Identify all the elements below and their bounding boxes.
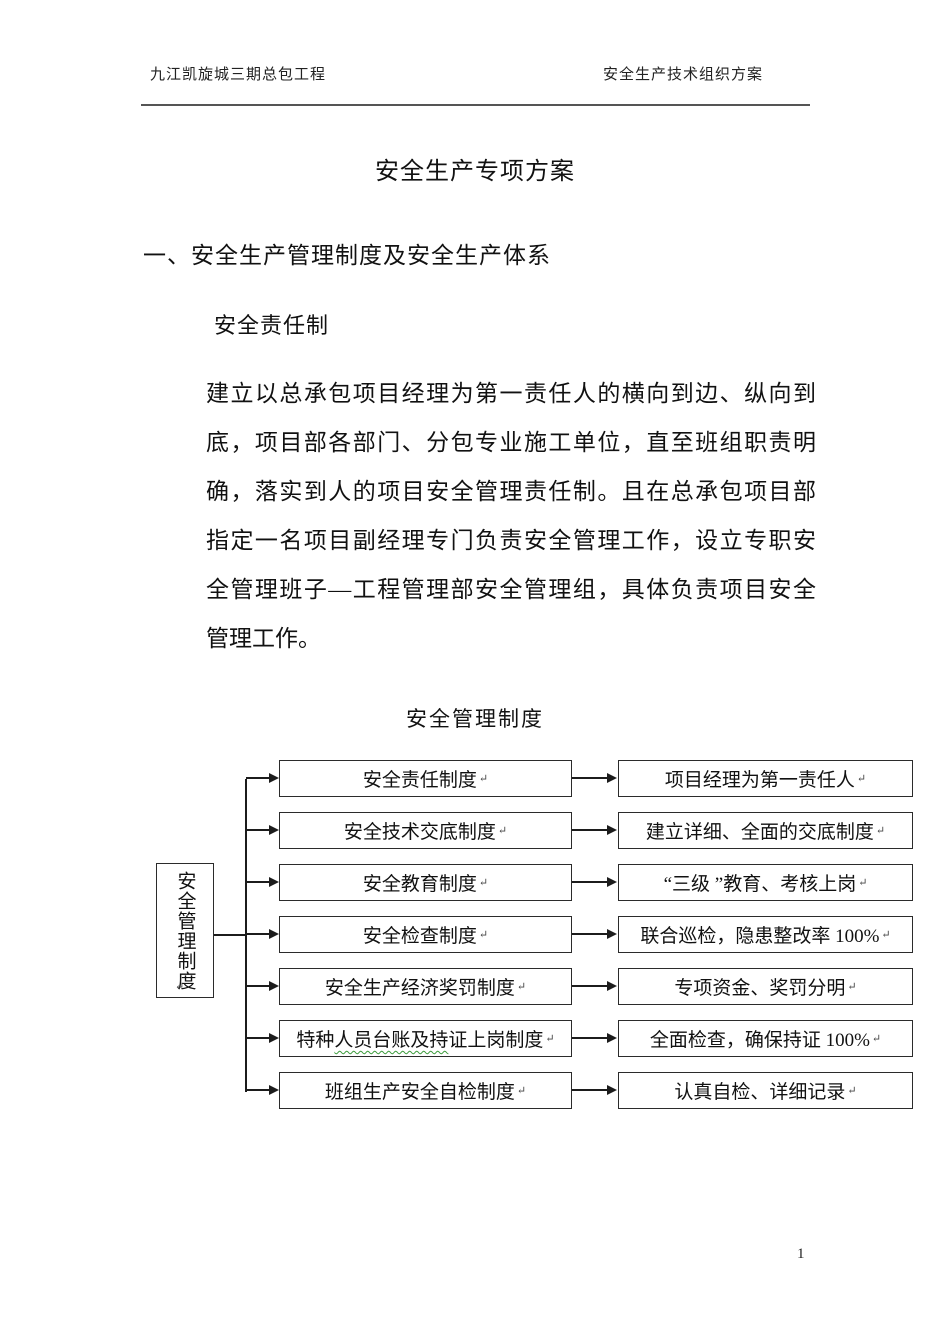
arrow-line	[572, 933, 608, 935]
arrow-line	[572, 777, 608, 779]
pilcrow-mark: ↵	[516, 981, 527, 993]
flowchart-item-box: 安全教育制度↵	[279, 864, 572, 901]
flowchart-row: 安全生产经济奖罚制度↵ 专项资金、奖罚分明↵	[0, 968, 950, 1005]
connector-line	[214, 934, 246, 936]
paragraph-line: 全管理班子—工程管理部安全管理组，具体负责项目安全	[206, 577, 816, 602]
page-title: 安全生产专项方案	[375, 159, 575, 185]
sub-heading: 安全责任制	[214, 313, 330, 338]
pilcrow-mark: ↵	[478, 773, 489, 785]
pilcrow-mark: ↵	[858, 877, 868, 889]
result-label: 建立详细、全面的交底制度	[645, 822, 874, 843]
body-paragraph: 建立以总承包项目经理为第一责任人的横向到边、纵向到 底，项目部各部门、分包专业施…	[206, 369, 816, 663]
arrow-line	[246, 777, 270, 779]
arrow-head-icon	[269, 1033, 279, 1043]
pilcrow-mark: ↵	[497, 825, 508, 837]
result-label: 全面检查，确保持证 100%	[649, 1030, 870, 1051]
flowchart-item-box: 安全技术交底制度↵	[279, 812, 572, 849]
item-label: 安全教育制度	[362, 874, 477, 895]
flowchart-result-box: 项目经理为第一责任人↵	[618, 760, 913, 797]
flowchart-root-label: 安全管理制度	[174, 870, 196, 991]
flowchart-row: 安全责任制度↵ 项目经理为第一责任人↵	[0, 760, 950, 797]
pilcrow-mark: ↵	[847, 1085, 857, 1097]
flowchart-item-box: 安全检查制度↵	[279, 916, 572, 953]
arrow-line	[246, 933, 270, 935]
flowchart-result-box: 联合巡检，隐患整改率 100%↵	[618, 916, 913, 953]
flowchart-item-box: 特种人员台账及持证上岗制度↵	[279, 1020, 572, 1057]
flowchart-row: 安全检查制度↵ 联合巡检，隐患整改率 100%↵	[0, 916, 950, 953]
pilcrow-mark: ↵	[175, 981, 185, 993]
section-heading: 一、安全生产管理制度及安全生产体系	[143, 243, 551, 268]
arrow-head-icon	[607, 825, 617, 835]
arrow-head-icon	[269, 825, 279, 835]
paragraph-line: 管理工作。	[206, 626, 321, 651]
paragraph-line: 建立以总承包项目经理为第一责任人的横向到边、纵向到	[206, 381, 816, 406]
arrow-line	[246, 881, 270, 883]
arrow-line	[246, 829, 270, 831]
header-rule	[141, 104, 810, 106]
paragraph-line: 指定一名项目副经理专门负责安全管理工作，设立专职安	[206, 528, 816, 553]
flowchart-item-box: 安全生产经济奖罚制度↵	[279, 968, 572, 1005]
arrow-line	[572, 829, 608, 831]
flowchart-result-box: 建立详细、全面的交底制度↵	[618, 812, 913, 849]
flowchart-root-box: 安全管理制度 ↵	[156, 863, 214, 998]
item-label: 安全责任制度	[362, 770, 477, 791]
pilcrow-mark: ↵	[516, 1085, 527, 1097]
arrow-head-icon	[269, 1085, 279, 1095]
arrow-head-icon	[607, 1085, 617, 1095]
arrow-head-icon	[607, 773, 617, 783]
arrow-head-icon	[269, 877, 279, 887]
connector-spine	[245, 779, 247, 1092]
result-label: 专项资金、奖罚分明	[674, 978, 846, 999]
pilcrow-mark: ↵	[478, 877, 489, 889]
flowchart-result-box: 全面检查，确保持证 100%↵	[618, 1020, 913, 1057]
flowchart-item-box: 班组生产安全自检制度↵	[279, 1072, 572, 1109]
flowchart-result-box: 认真自检、详细记录↵	[618, 1072, 913, 1109]
result-label: “三级 ”教育、考核上岗	[663, 874, 857, 895]
arrow-head-icon	[269, 773, 279, 783]
arrow-line	[246, 1089, 270, 1091]
flowchart-item-box: 安全责任制度↵	[279, 760, 572, 797]
page-number: 1	[797, 1246, 805, 1262]
pilcrow-mark: ↵	[875, 825, 886, 837]
paragraph-line: 底，项目部各部门、分包专业施工单位，直至班组职责明	[206, 430, 816, 455]
arrow-line	[572, 985, 608, 987]
paragraph-line: 确，落实到人的项目安全管理责任制。且在总承包项目部	[206, 479, 816, 504]
item-label: 安全技术交底制度	[343, 822, 496, 843]
arrow-head-icon	[607, 1033, 617, 1043]
result-label: 项目经理为第一责任人	[664, 770, 855, 791]
result-label: 认真自检、详细记录	[674, 1082, 846, 1103]
item-label: 安全检查制度	[362, 926, 477, 947]
arrow-line	[572, 1089, 608, 1091]
flowchart-row: 安全技术交底制度↵ 建立详细、全面的交底制度↵	[0, 812, 950, 849]
arrow-line	[246, 1037, 270, 1039]
pilcrow-mark: ↵	[847, 981, 857, 993]
arrow-head-icon	[607, 929, 617, 939]
item-label: 班组生产安全自检制度	[324, 1082, 515, 1103]
flowchart-row: 安全教育制度↵ “三级 ”教育、考核上岗↵	[0, 864, 950, 901]
header-left-text: 九江凯旋城三期总包工程	[150, 67, 327, 83]
item-label: 安全生产经济奖罚制度	[324, 978, 515, 999]
arrow-head-icon	[269, 981, 279, 991]
arrow-head-icon	[607, 981, 617, 991]
flowchart-row: 特种人员台账及持证上岗制度↵ 全面检查，确保持证 100%↵	[0, 1020, 950, 1057]
arrow-line	[572, 881, 608, 883]
pilcrow-mark: ↵	[478, 929, 489, 941]
item-label-spellcheck: 人员台账及持	[334, 1030, 449, 1051]
arrow-head-icon	[269, 929, 279, 939]
pilcrow-mark: ↵	[545, 1033, 555, 1045]
flowchart-result-box: 专项资金、奖罚分明↵	[618, 968, 913, 1005]
flowchart-row: 班组生产安全自检制度↵ 认真自检、详细记录↵	[0, 1072, 950, 1109]
diagram-title: 安全管理制度	[406, 707, 544, 731]
arrow-line	[246, 985, 270, 987]
item-label: 证上岗制度	[448, 1030, 544, 1051]
flowchart-result-box: “三级 ”教育、考核上岗↵	[618, 864, 913, 901]
pilcrow-mark: ↵	[871, 1033, 882, 1045]
item-label: 特种	[296, 1030, 335, 1051]
result-label: 联合巡检，隐患整改率 100%	[640, 926, 880, 947]
header-right-text: 安全生产技术组织方案	[603, 67, 764, 83]
pilcrow-mark: ↵	[856, 773, 867, 785]
arrow-head-icon	[607, 877, 617, 887]
pilcrow-mark: ↵	[881, 929, 891, 941]
arrow-line	[572, 1037, 608, 1039]
